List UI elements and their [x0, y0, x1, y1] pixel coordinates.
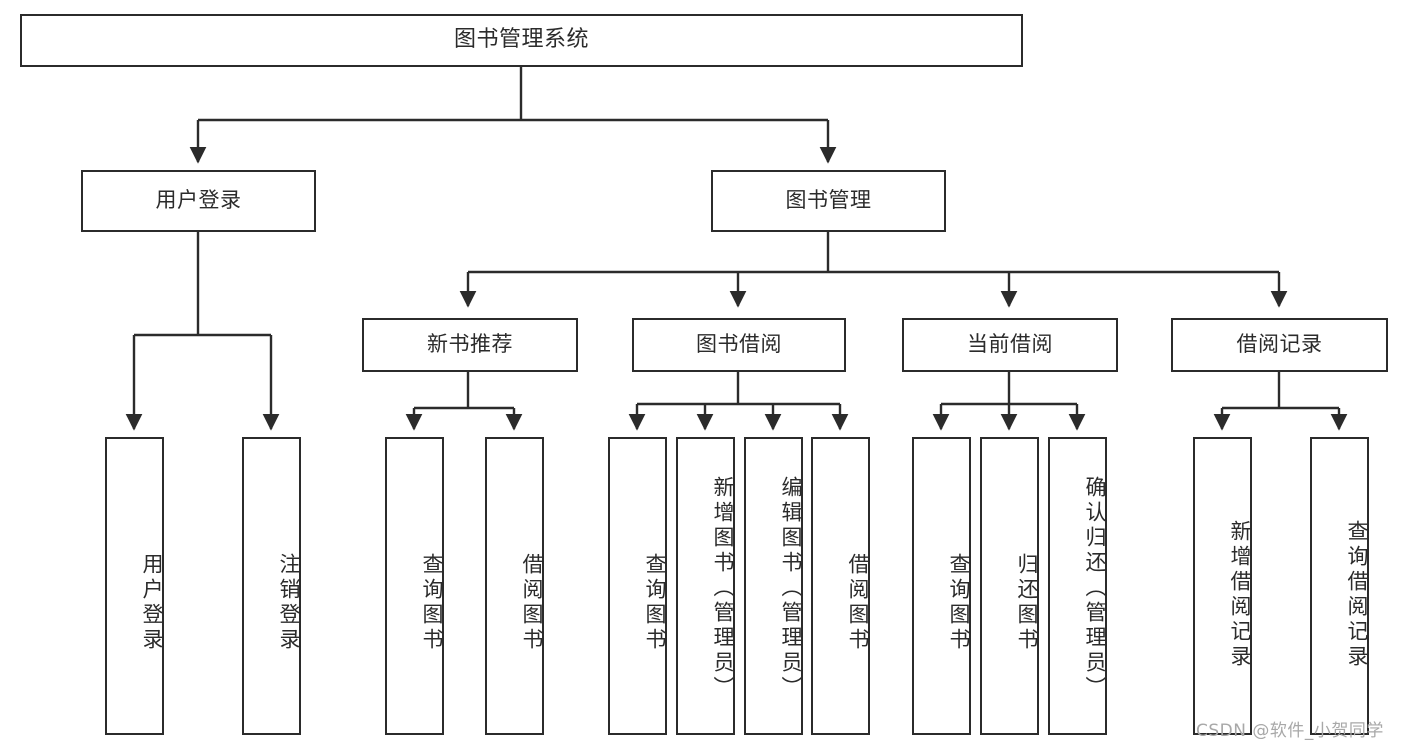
node-label: 确认归还（管理员）	[1083, 475, 1107, 701]
leaf-book-borrow-query-books[interactable]: 查询图书	[608, 437, 667, 735]
leaf-book-borrow-edit-book-admin[interactable]: 编辑图书（管理员）	[744, 437, 803, 735]
node-label: 查询借阅记录	[1345, 520, 1369, 670]
node-new-book-recommendation[interactable]: 新书推荐	[362, 318, 578, 372]
node-book-management[interactable]: 图书管理	[711, 170, 946, 232]
leaf-borrow-record-query-record[interactable]: 查询借阅记录	[1310, 437, 1369, 735]
node-book-borrowing[interactable]: 图书借阅	[632, 318, 846, 372]
leaf-book-borrow-add-book-admin[interactable]: 新增图书（管理员）	[676, 437, 735, 735]
node-label: 查询图书	[643, 553, 667, 653]
node-label: 新增借阅记录	[1228, 520, 1252, 670]
node-label: 用户登录	[140, 553, 164, 653]
node-label: 归还图书	[1015, 553, 1039, 653]
leaf-new-book-borrow-books[interactable]: 借阅图书	[485, 437, 544, 735]
node-borrowing-record[interactable]: 借阅记录	[1171, 318, 1388, 372]
leaf-new-book-query-books[interactable]: 查询图书	[385, 437, 444, 735]
node-label: 当前借阅	[967, 332, 1053, 357]
leaf-book-borrow-borrow-books[interactable]: 借阅图书	[811, 437, 870, 735]
node-label: 借阅图书	[520, 553, 544, 653]
node-label: 图书管理	[785, 188, 872, 213]
leaf-user-login-logout[interactable]: 注销登录	[242, 437, 301, 735]
node-user-login[interactable]: 用户登录	[81, 170, 316, 232]
node-label: 注销登录	[277, 553, 301, 653]
node-label: 查询图书	[420, 553, 444, 653]
node-current-borrowing[interactable]: 当前借阅	[902, 318, 1118, 372]
leaf-current-borrow-confirm-return-admin[interactable]: 确认归还（管理员）	[1048, 437, 1107, 735]
leaf-user-login-login[interactable]: 用户登录	[105, 437, 164, 735]
node-root-book-management-system[interactable]: 图书管理系统	[20, 14, 1023, 67]
node-label: 查询图书	[947, 553, 971, 653]
node-label: 图书借阅	[696, 332, 782, 357]
node-label: 编辑图书（管理员）	[779, 475, 803, 701]
node-label: 借阅记录	[1236, 332, 1323, 357]
node-label: 图书管理系统	[453, 27, 589, 53]
node-label: 新书推荐	[427, 332, 513, 357]
node-label: 新增图书（管理员）	[711, 475, 735, 701]
node-label: 用户登录	[155, 188, 242, 213]
leaf-current-borrow-query-books[interactable]: 查询图书	[912, 437, 971, 735]
leaf-borrow-record-add-record[interactable]: 新增借阅记录	[1193, 437, 1252, 735]
leaf-current-borrow-return-books[interactable]: 归还图书	[980, 437, 1039, 735]
node-label: 借阅图书	[846, 553, 870, 653]
